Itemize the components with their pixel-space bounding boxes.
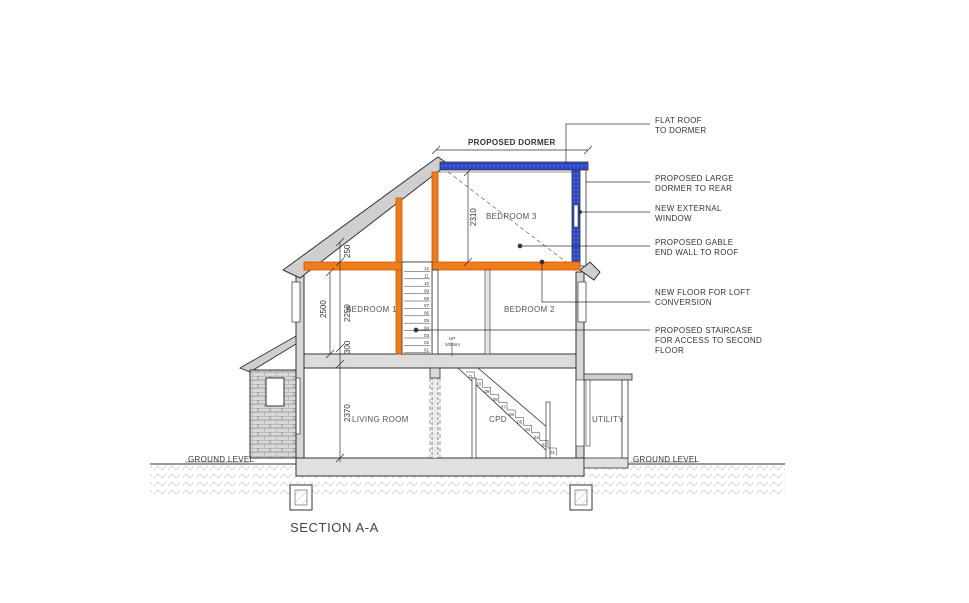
roof <box>282 156 601 281</box>
room-utility: UTILITY <box>592 415 624 424</box>
ground-level-left: GROUND LEVEL <box>188 455 255 464</box>
ground-stair-number: 09 <box>484 389 490 394</box>
dormer-label: PROPOSED DORMER <box>468 138 556 147</box>
up-label: UP <box>449 336 455 341</box>
ground-stair-number: 11 <box>468 374 473 379</box>
ground-slab <box>295 457 629 477</box>
ground-stair-tread <box>466 371 475 380</box>
svg-text:DORMER TO REAR: DORMER TO REAR <box>655 184 732 193</box>
ground-stair-number: 08 <box>493 397 499 402</box>
annotation-new-floor: NEW FLOOR FOR LOFT CONVERSION <box>655 288 751 307</box>
ground-stair-tread <box>474 379 483 388</box>
ground-stair-tread <box>548 447 557 456</box>
loft-timbers <box>303 171 581 355</box>
ground-stair-number: 03 <box>534 435 540 440</box>
room-bedroom1: BEDROOM 1 <box>346 305 397 314</box>
ground-floor-details <box>429 377 585 459</box>
loft-staircase: 12 11 10 09 08 07 06 05 04 03 02 01 <box>401 261 433 355</box>
ground-stair-tread <box>523 424 532 433</box>
loft-stair-number: 06 <box>424 311 430 316</box>
svg-text:FLOOR: FLOOR <box>655 346 684 355</box>
room-living: LIVING ROOM <box>352 415 409 424</box>
first-floor-partitions <box>431 269 491 355</box>
annotation-new-window: NEW EXTERNAL WINDOW <box>655 204 722 223</box>
room-bedroom3: BEDROOM 3 <box>486 212 537 221</box>
room-bedroom2: BEDROOM 2 <box>504 305 555 314</box>
ground-stair-tread <box>507 409 516 418</box>
ground-stair-tread <box>515 417 524 426</box>
ground-stair-number: 06 <box>509 412 515 417</box>
dim-2500: 2500 <box>319 300 328 318</box>
loft-stair-number: 10 <box>424 281 430 286</box>
dim-300: 300 <box>343 340 352 354</box>
ground-stair-number: 10 <box>476 382 482 387</box>
loft-stair-treads: 12 11 10 09 08 07 06 05 04 03 02 01 <box>404 266 430 354</box>
section-title: SECTION A-A <box>290 520 379 535</box>
ground-stair-number: 04 <box>525 427 531 432</box>
ground-stair-tread <box>482 386 491 395</box>
loft-stair-number: 11 <box>424 274 429 279</box>
loft-stair-number: 01 <box>424 348 430 353</box>
loft-stair-number: 03 <box>424 333 430 338</box>
first-floor-slab <box>303 353 577 379</box>
dim-2310: 2310 <box>469 208 478 226</box>
ground-stair-tread <box>531 432 541 441</box>
dim-2250: 2250 <box>343 304 352 322</box>
svg-text:PROPOSED GABLE: PROPOSED GABLE <box>655 238 733 247</box>
right-utility <box>583 373 633 459</box>
left-extension <box>238 335 297 459</box>
dim-250: 250 <box>343 244 352 258</box>
ground-stair-tread <box>498 402 508 410</box>
loft-stair-number: 08 <box>424 296 430 301</box>
svg-text:PROPOSED LARGE: PROPOSED LARGE <box>655 174 734 183</box>
svg-text:PROPOSED STAIRCASE: PROPOSED STAIRCASE <box>655 326 753 335</box>
dim-2370: 2370 <box>343 404 352 422</box>
svg-text:TO DORMER: TO DORMER <box>655 126 706 135</box>
ground-stair-number: 07 <box>501 404 507 409</box>
foundations <box>289 484 593 511</box>
svg-text:FOR ACCESS TO SECOND: FOR ACCESS TO SECOND <box>655 336 762 345</box>
ground-level-right: GROUND LEVEL <box>633 455 700 464</box>
ground-stair-number: 02 <box>542 442 548 447</box>
annotation-flat-roof: FLAT ROOF TO DORMER <box>655 116 706 135</box>
loft-stair-number: 04 <box>424 325 430 330</box>
ground-stair-number: 05 <box>517 420 523 425</box>
ground-stair-tread <box>490 394 500 403</box>
loft-stair-number: 09 <box>424 288 430 293</box>
loft-stair-number: 07 <box>424 303 430 308</box>
loft-stair-number: 12 <box>424 266 430 271</box>
ground-stair-number: 01 <box>550 450 556 455</box>
svg-text:NEW FLOOR FOR LOFT: NEW FLOOR FOR LOFT <box>655 288 751 297</box>
annotation-gable-wall: PROPOSED GABLE END WALL TO ROOF <box>655 238 738 257</box>
svg-text:FLAT ROOF: FLAT ROOF <box>655 116 702 125</box>
svg-text:NEW EXTERNAL: NEW EXTERNAL <box>655 204 722 213</box>
annotation-large-dormer: PROPOSED LARGE DORMER TO REAR <box>655 174 734 193</box>
svg-text:END WALL TO ROOF: END WALL TO ROOF <box>655 248 738 257</box>
room-cpd: CPD <box>489 415 507 424</box>
svg-text:WINDOW: WINDOW <box>655 214 692 223</box>
up-sub: 100mm <box>445 342 460 347</box>
loft-stair-number: 05 <box>424 318 430 323</box>
svg-text:CONVERSION: CONVERSION <box>655 298 712 307</box>
loft-stair-number: 02 <box>424 340 430 345</box>
dimension-lines <box>325 145 593 463</box>
ground-stair-tread <box>539 440 549 448</box>
annotation-staircase: PROPOSED STAIRCASE FOR ACCESS TO SECOND … <box>655 326 762 355</box>
leader-lines <box>413 123 650 333</box>
